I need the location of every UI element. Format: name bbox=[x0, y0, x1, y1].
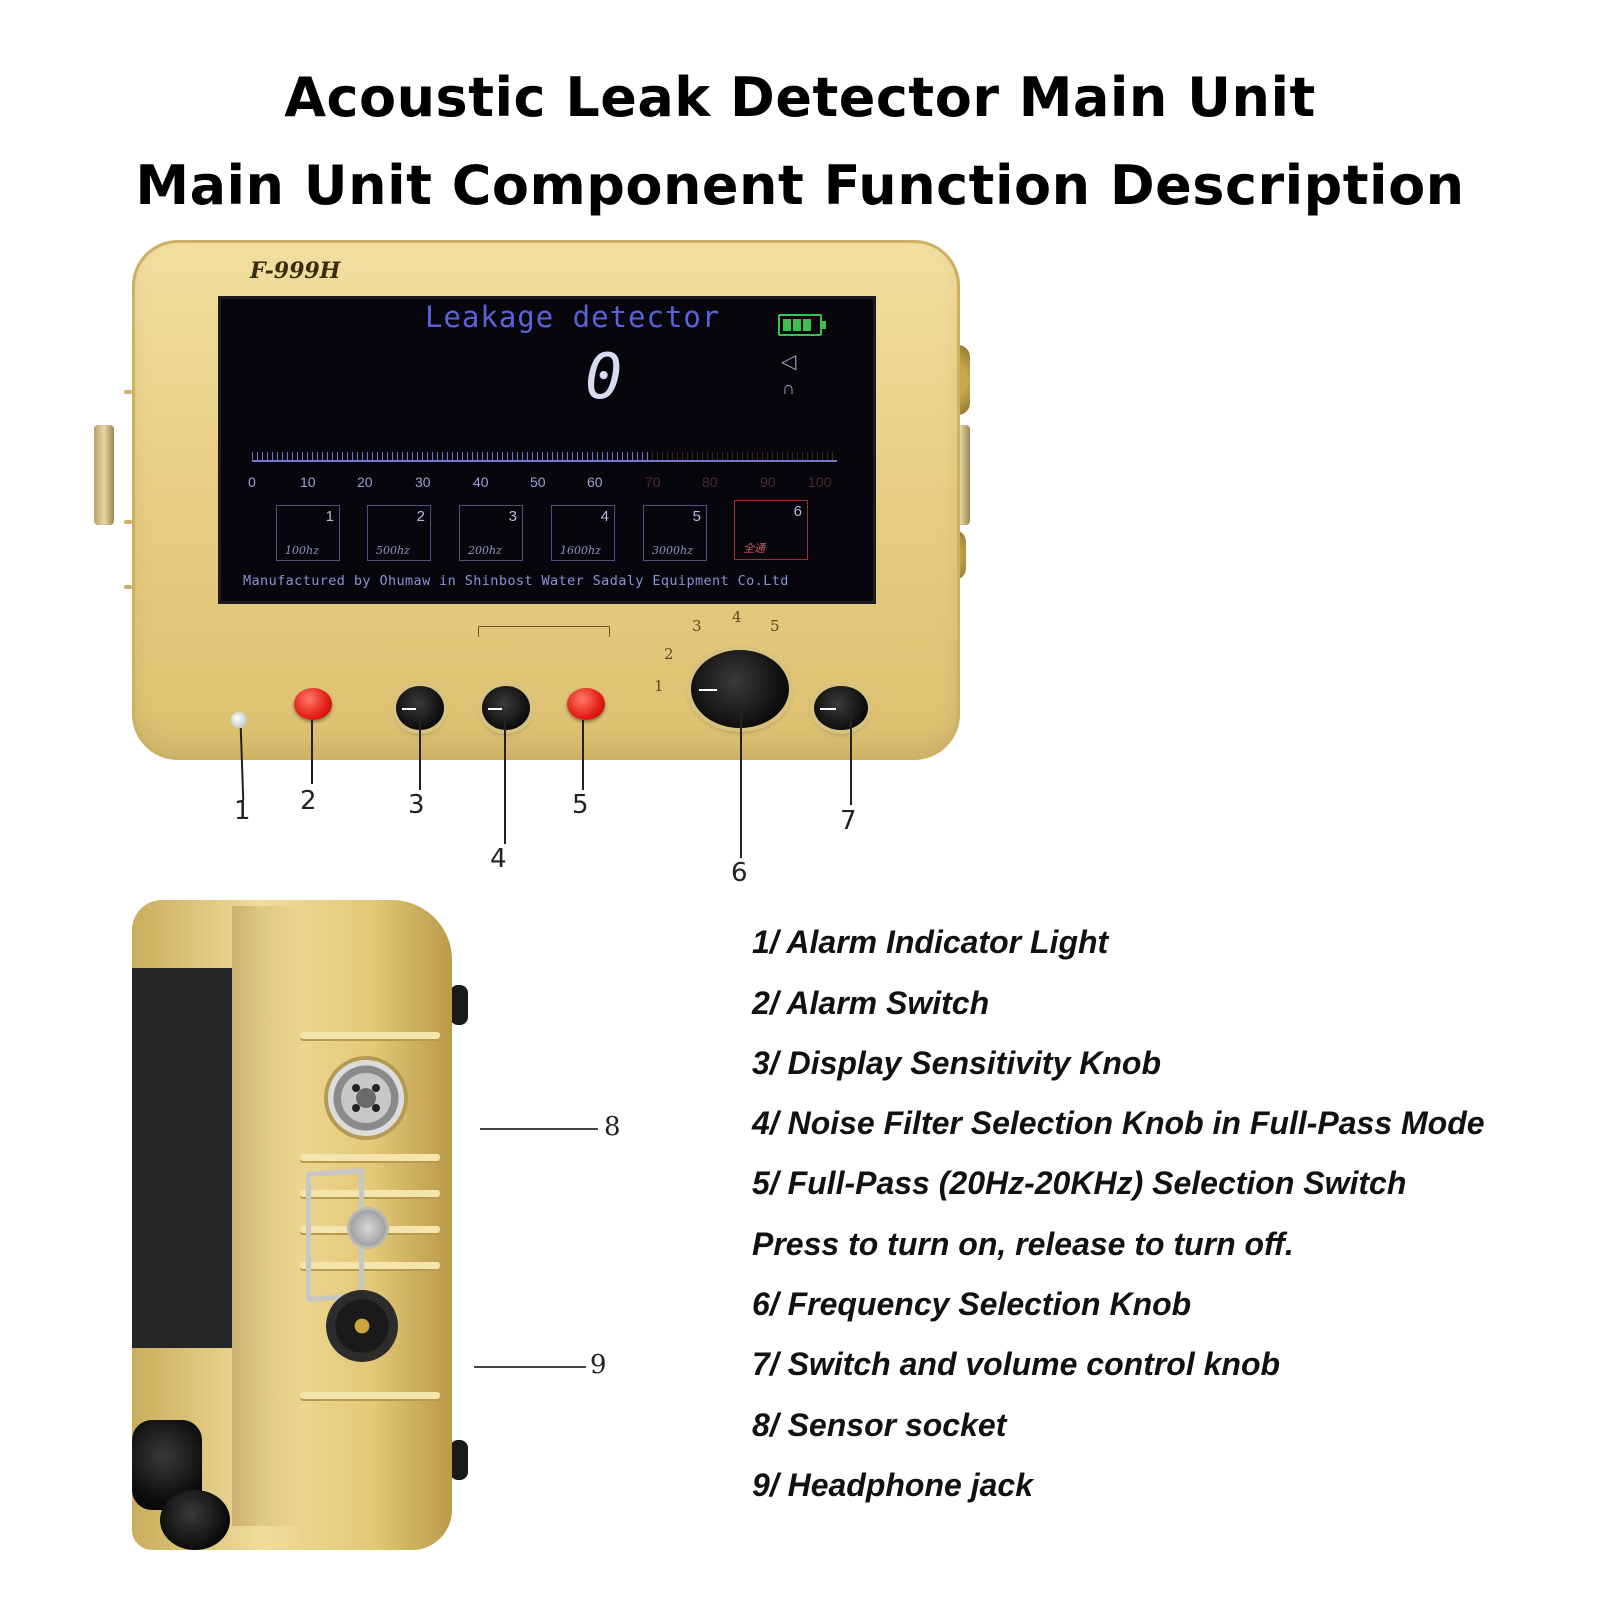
level-scale-ticks bbox=[252, 452, 652, 462]
description-item: 7/ Switch and volume control knob bbox=[752, 1346, 1281, 1382]
scale-number: 60 bbox=[587, 474, 603, 490]
description-item: 5/ Full-Pass (20Hz-20KHz) Selection Swit… bbox=[752, 1165, 1407, 1201]
page-title: Acoustic Leak Detector Main Unit bbox=[284, 66, 1316, 129]
grip-ridge bbox=[124, 520, 132, 524]
callout-number: 8 bbox=[604, 1112, 621, 1142]
description-item: 4/ Noise Filter Selection Knob in Full-P… bbox=[752, 1105, 1485, 1141]
callout-number: 6 bbox=[731, 858, 748, 888]
full-pass-bracket bbox=[478, 626, 610, 637]
noise-filter-knob[interactable] bbox=[482, 686, 530, 730]
callout-line bbox=[311, 720, 313, 784]
lcd-screen bbox=[218, 296, 876, 604]
bracket-screw bbox=[350, 1210, 386, 1246]
speaker-icon: ◁ bbox=[781, 351, 797, 373]
model-label: F-999H bbox=[250, 258, 341, 284]
callout-number: 7 bbox=[840, 806, 857, 836]
rear-post bbox=[450, 985, 468, 1025]
description-item: 8/ Sensor socket bbox=[752, 1407, 1007, 1443]
description-item: 2/ Alarm Switch bbox=[752, 985, 990, 1021]
scale-number: 40 bbox=[473, 474, 489, 490]
description-item: Press to turn on, release to turn off. bbox=[752, 1226, 1294, 1262]
headphone-jack[interactable] bbox=[326, 1290, 398, 1362]
grip-ridge bbox=[124, 585, 132, 589]
screen-reading: 0 bbox=[585, 340, 623, 413]
dial-number: 1 bbox=[654, 677, 664, 695]
scale-number: 20 bbox=[357, 474, 373, 490]
grip-ridge bbox=[124, 390, 132, 394]
dial-number: 4 bbox=[732, 608, 742, 626]
volume-knob-side[interactable] bbox=[160, 1490, 230, 1550]
dial-number: 3 bbox=[692, 617, 702, 635]
callout-line bbox=[740, 700, 742, 858]
scale-number: 30 bbox=[415, 474, 431, 490]
sensor-socket[interactable] bbox=[328, 1060, 404, 1136]
scale-number: 50 bbox=[530, 474, 546, 490]
alarm-indicator-light bbox=[231, 712, 247, 728]
left-mount-bracket bbox=[94, 425, 114, 525]
dial-number: 2 bbox=[664, 645, 674, 663]
callout-line bbox=[480, 1128, 598, 1130]
callout-number: 1 bbox=[234, 796, 251, 826]
scale-number: 10 bbox=[300, 474, 316, 490]
scale-number: 70 bbox=[645, 474, 661, 490]
callout-number: 2 bbox=[300, 786, 317, 816]
callout-line bbox=[582, 720, 584, 790]
callout-line bbox=[474, 1366, 586, 1368]
rear-post bbox=[450, 1440, 468, 1480]
screen-title: Leakage detector bbox=[425, 300, 721, 334]
scale-number: 90 bbox=[760, 474, 776, 490]
description-item: 3/ Display Sensitivity Knob bbox=[752, 1045, 1161, 1081]
callout-number: 4 bbox=[490, 844, 507, 874]
side-ridge bbox=[300, 1190, 440, 1197]
side-screen-edge bbox=[132, 968, 232, 1348]
full-pass-switch-button[interactable] bbox=[567, 688, 605, 720]
scale-number: 0 bbox=[248, 474, 256, 490]
callout-number: 5 bbox=[572, 790, 589, 820]
volume-control-knob[interactable] bbox=[814, 686, 868, 730]
callout-number: 9 bbox=[590, 1350, 607, 1380]
headphone-icon: ∩ bbox=[782, 378, 795, 398]
level-scale-line bbox=[252, 460, 837, 462]
level-scale-ticks-dim bbox=[652, 452, 837, 462]
alarm-switch-button[interactable] bbox=[294, 688, 332, 720]
side-shading bbox=[232, 906, 302, 1526]
manufacturer-line: Manufactured by Ohumaw in Shinbost Water… bbox=[243, 573, 789, 589]
battery-icon bbox=[778, 314, 826, 336]
description-item: 9/ Headphone jack bbox=[752, 1467, 1033, 1503]
callout-number: 3 bbox=[408, 790, 425, 820]
description-item: 1/ Alarm Indicator Light bbox=[752, 924, 1109, 960]
side-ridge bbox=[300, 1032, 440, 1039]
callout-line bbox=[419, 718, 421, 790]
callout-line bbox=[850, 715, 852, 805]
page-subtitle: Main Unit Component Function Description bbox=[135, 154, 1465, 217]
dial-number: 5 bbox=[770, 617, 780, 635]
callout-line bbox=[504, 718, 506, 844]
side-ridge bbox=[300, 1262, 440, 1269]
side-ridge bbox=[300, 1154, 440, 1161]
description-item: 6/ Frequency Selection Knob bbox=[752, 1286, 1192, 1322]
scale-number: 100 bbox=[808, 474, 832, 490]
side-ridge bbox=[300, 1392, 440, 1399]
scale-number: 80 bbox=[702, 474, 718, 490]
